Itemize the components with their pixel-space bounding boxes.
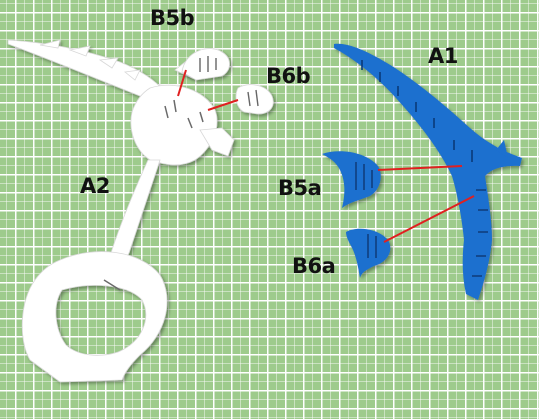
- label-b5a: B5a: [278, 176, 322, 200]
- part-b6a: [346, 228, 391, 278]
- a2-wing-teeth: [39, 39, 141, 81]
- connector-b6b: [207, 99, 239, 111]
- part-b5b: [181, 48, 230, 81]
- a2-slits: [103, 99, 204, 291]
- connector-b5a: [377, 165, 463, 171]
- label-b6b: B6b: [266, 64, 311, 88]
- a1-notches: [361, 60, 488, 277]
- a2-neck: [107, 159, 161, 263]
- label-b6a: B6a: [292, 254, 336, 278]
- connector-b6a: [383, 195, 475, 243]
- part-a1: [334, 43, 522, 300]
- label-b5b: B5b: [150, 6, 195, 30]
- a2-loop: [21, 251, 168, 383]
- label-a2: A2: [80, 174, 110, 198]
- part-b6b: [235, 84, 274, 115]
- a2-head: [130, 84, 218, 166]
- part-b5a: [322, 151, 381, 208]
- part-a2: [7, 39, 235, 383]
- connector-b5b: [177, 69, 187, 97]
- connector-lines: [177, 69, 475, 243]
- label-a1: A1: [428, 44, 458, 68]
